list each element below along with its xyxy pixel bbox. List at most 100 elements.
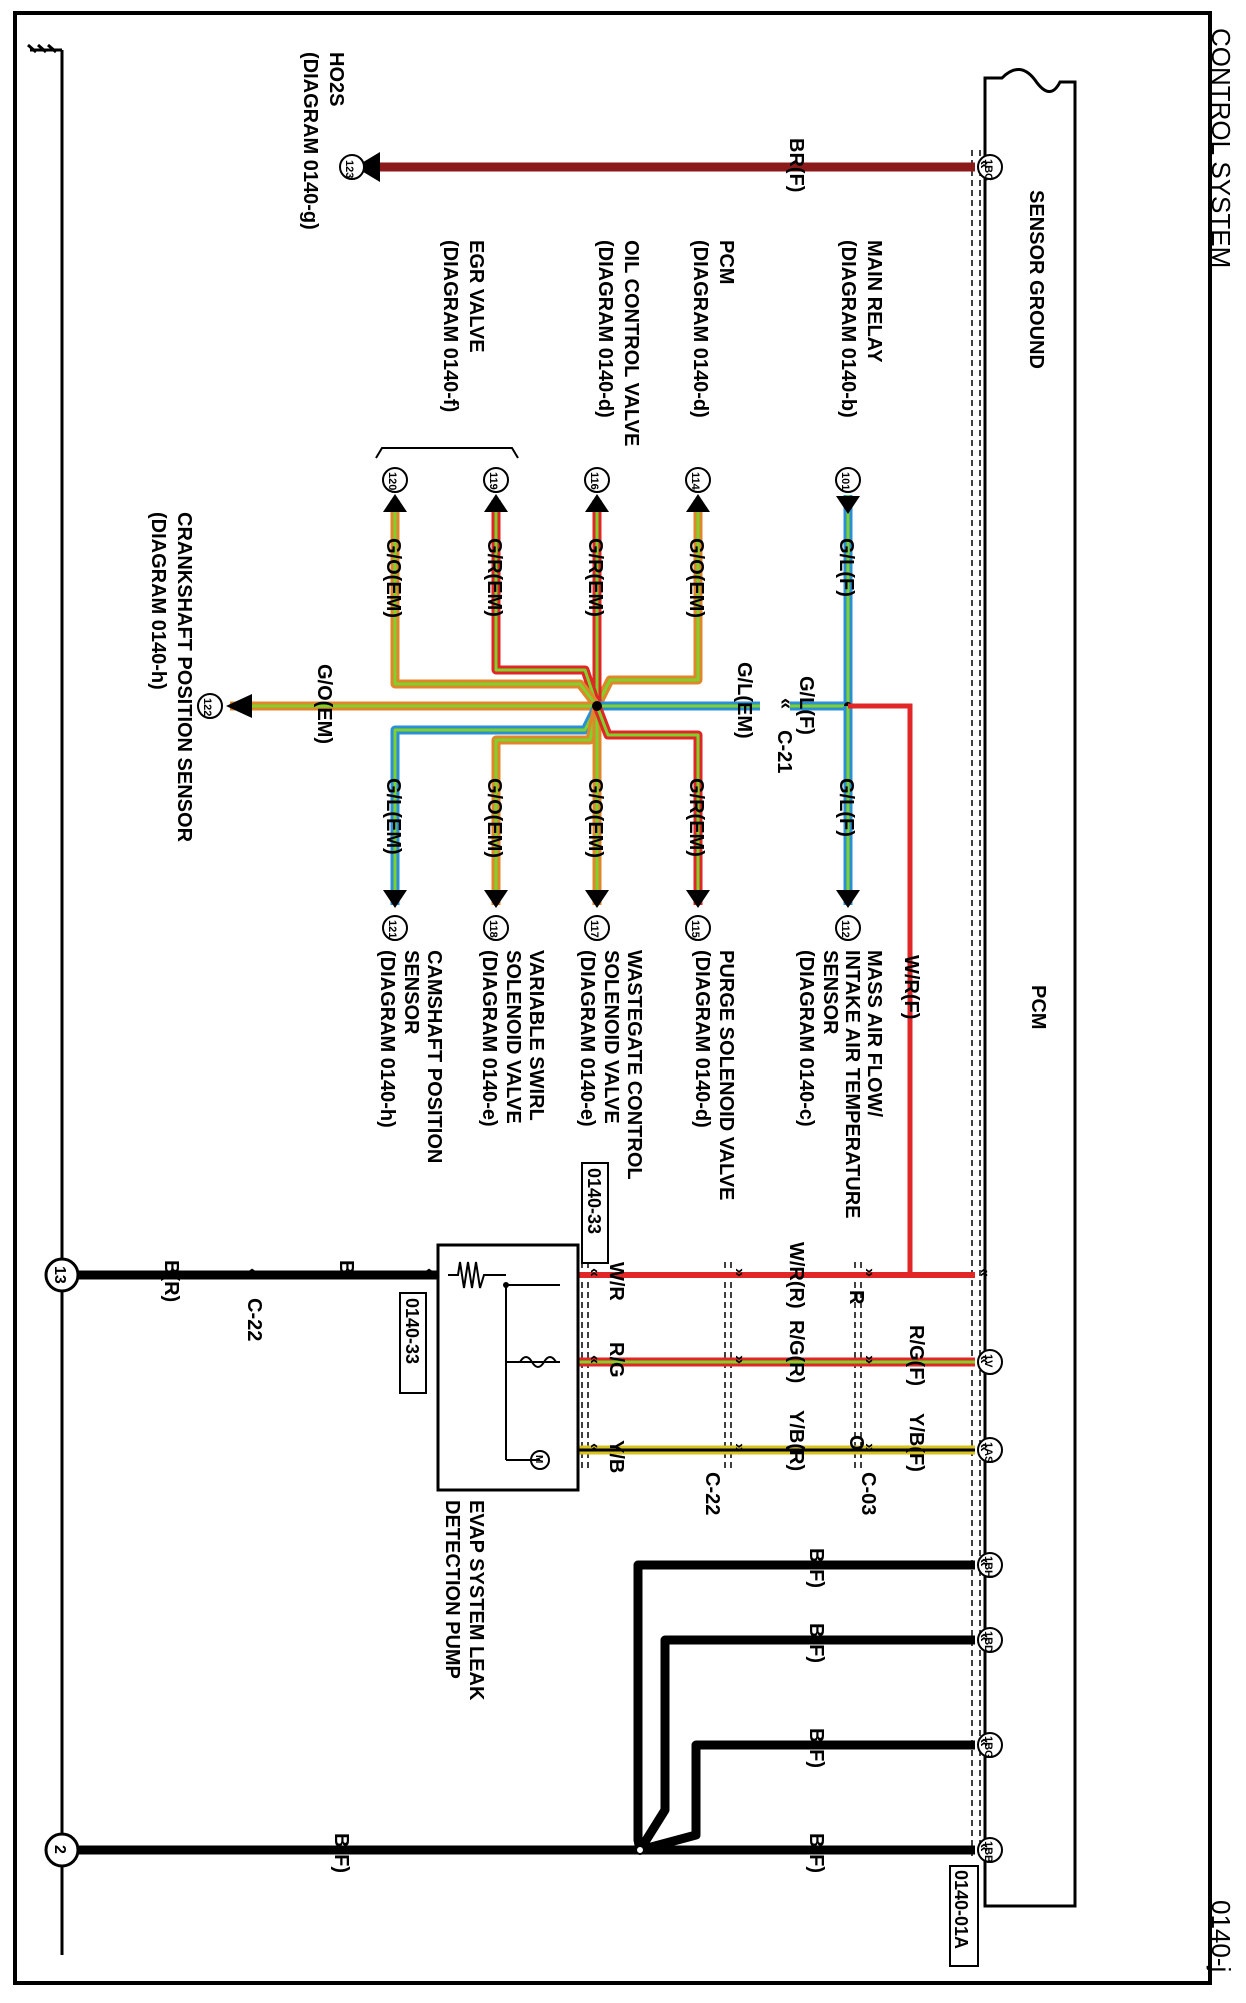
evap-pump-internals: [448, 1261, 560, 1470]
pin-occ: 116: [588, 472, 600, 490]
label-purge-1: PURGE SOLENOID VALVE: [715, 950, 737, 1200]
label-cam-3: (DIAGRAM 0140-h): [376, 950, 398, 1128]
label-maf-1: MASS AIR FLOW/: [863, 950, 885, 1117]
label-wr-f: W/R(F): [900, 955, 922, 1019]
label-b-f-2: B(F): [805, 1623, 827, 1663]
pin-purge: 115: [689, 920, 701, 938]
pcm-box: [990, 78, 1075, 122]
label-gr-em-egr: G/R(EM): [483, 538, 505, 617]
connector-c03: C-03: [857, 1472, 879, 1515]
ho2s-arrow: [355, 152, 380, 182]
label-b-f-3: B(F): [805, 1728, 827, 1768]
section-title: CONTROL SYSTEM: [1206, 28, 1236, 268]
wastegate-ref: 0140-33: [584, 1168, 604, 1234]
ground-2: 2: [51, 1845, 68, 1854]
svg-text:«: «: [976, 1633, 993, 1642]
pcm-connector-ref: 0140-01A: [951, 1870, 971, 1949]
label-go-em-egr: G/O(EM): [382, 538, 404, 618]
pin-gnd4: 1BB: [982, 1841, 994, 1863]
evap-pump-box: [436, 1243, 580, 1492]
label-ho2s-2: (DIAGRAM 0140-g): [299, 52, 321, 230]
pin-pcm: 114: [689, 472, 701, 491]
egr-bracket: [375, 447, 519, 459]
label-main-relay-2: (DIAGRAM 0140-b): [837, 240, 859, 418]
label-b-f-5: B(F): [330, 1833, 352, 1873]
label-go-em-crank: G/O(EM): [313, 664, 335, 744]
pin-gnd1: 1BH: [982, 1556, 994, 1578]
label-purge-2: (DIAGRAM 0140-d): [691, 950, 713, 1128]
crank-arrow: [226, 694, 252, 718]
svg-text:»: »: [731, 1355, 748, 1364]
label-yb-r: Y/B(R): [785, 1410, 807, 1471]
label-ho2s-1: HO2S: [325, 52, 347, 106]
pcm-connector-dashes: [971, 150, 981, 1860]
label-cam-2: SENSOR: [400, 950, 422, 1035]
ground-harness: [75, 1560, 975, 1855]
harness-splice: [230, 650, 848, 760]
svg-text:«: «: [586, 1268, 603, 1277]
upper-pins: 101 114 116 119 120 122: [197, 467, 861, 719]
label-egr-1: EGR VALVE: [465, 240, 487, 353]
svg-text:«: «: [586, 1355, 603, 1364]
main-relay-arrow: [836, 496, 860, 514]
pin-evap-yb: 1AS: [982, 1442, 994, 1463]
label-gl-em-cam: G/L(EM): [382, 778, 404, 855]
pin-gnd3: 1BG: [982, 1736, 994, 1759]
label-pcm-1: PCM: [715, 240, 737, 284]
label-cam-1: CAMSHAFT POSITION: [423, 950, 445, 1163]
svg-text:«: «: [244, 1268, 261, 1277]
svg-text:«: «: [976, 1443, 993, 1452]
label-maf-3: SENSOR: [819, 950, 841, 1035]
label-crank-2: (DIAGRAM 0140-h): [147, 512, 169, 690]
svg-text:»: »: [731, 1268, 748, 1277]
label-gl-f-c21: G/L(F): [795, 676, 817, 735]
pin-wastegate: 117: [588, 920, 600, 938]
label-wastegate-1: WASTEGATE CONTROL: [623, 950, 645, 1180]
label-swirl-3: (DIAGRAM 0140-e): [478, 950, 500, 1127]
pin-sensor-ground: 1BC: [982, 159, 994, 181]
svg-text:»: »: [861, 1268, 878, 1277]
connector-chevrons: « « « « « « « « » » » » » » « « « « «: [244, 160, 993, 1852]
label-crank-1: CRANKSHAFT POSITION SENSOR: [173, 512, 195, 843]
label-gl-f-bottom: G/L(F): [835, 778, 857, 837]
pin-crank: 122: [201, 698, 213, 716]
label-occ-1: OIL CONTROL VALVE: [620, 240, 642, 446]
label-main-relay-1: MAIN RELAY: [863, 240, 885, 363]
pin-evap-rg: 1V: [982, 1354, 994, 1368]
pin-ho2s: 123: [343, 160, 355, 178]
label-br-f: BR(F): [785, 138, 807, 192]
wastegate-ref-box: [581, 1162, 609, 1264]
label-b-f-4: B(F): [805, 1833, 827, 1873]
label-gr-em-occ: G/R(EM): [584, 538, 606, 617]
label-gr-em-purge: G/R(EM): [685, 778, 707, 857]
svg-text:«: «: [421, 1268, 438, 1277]
svg-text:»: »: [861, 1443, 878, 1452]
svg-text:«: «: [976, 1738, 993, 1747]
evap-ref-box: [399, 1292, 427, 1394]
chassis-ground-symbol: [27, 43, 62, 54]
label-wastegate-3: (DIAGRAM 0140-e): [576, 950, 598, 1127]
pin-main-relay: 101: [839, 472, 851, 490]
label-b-r: B(R): [160, 1260, 182, 1302]
motor-icon: M: [533, 1455, 544, 1463]
label-wr: W/R: [605, 1262, 627, 1301]
page-frame: [13, 11, 1212, 1985]
connector-c21: C-21: [773, 730, 795, 773]
label-rg: R/G: [605, 1342, 627, 1378]
pin-egr2: 120: [386, 472, 398, 490]
splice-point: [592, 701, 602, 711]
svg-text:«: «: [976, 1268, 993, 1277]
label-o: O: [845, 1435, 867, 1451]
label-evap-2: DETECTION PUMP: [441, 1500, 463, 1679]
label-maf-4: (DIAGRAM 0140-c): [795, 950, 817, 1127]
pin-maf: 112: [839, 920, 851, 938]
label-yb: Y/B: [605, 1440, 627, 1473]
evap-ref: 0140-33: [402, 1298, 422, 1364]
label-yb-f: Y/B(F): [905, 1413, 927, 1472]
pin-gnd2: 1BD: [982, 1631, 994, 1653]
connector-c22-lower: C-22: [243, 1298, 265, 1341]
svg-text:«: «: [976, 1355, 993, 1364]
label-occ-2: (DIAGRAM 0140-d): [594, 240, 616, 418]
ground-13: 13: [51, 1266, 68, 1284]
